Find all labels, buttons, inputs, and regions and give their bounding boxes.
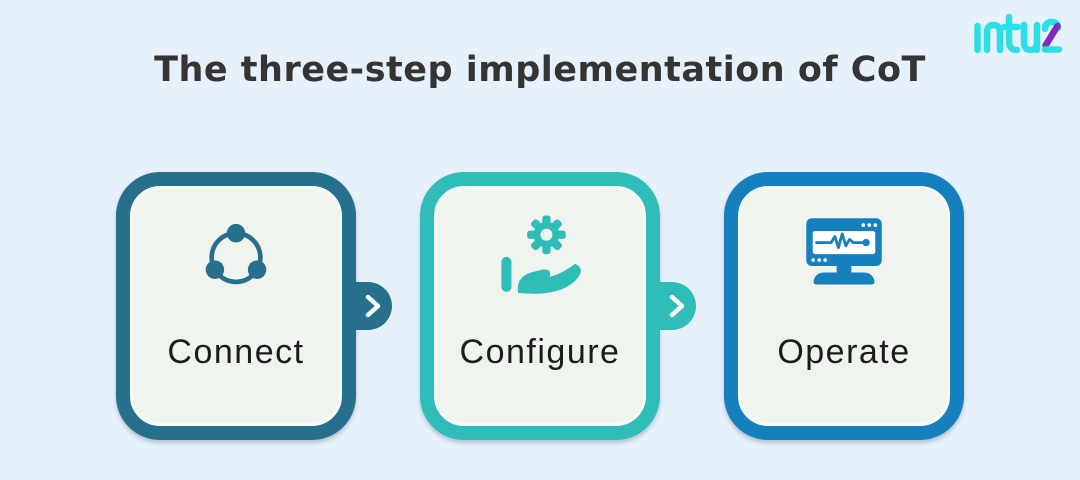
step-label: Operate: [777, 333, 911, 371]
monitor-pulse-icon: [798, 209, 890, 301]
hand-gear-icon: [494, 209, 586, 301]
step-card-operate: Operate: [724, 172, 964, 440]
step-label: Connect: [167, 333, 305, 371]
arrow-tab: [354, 282, 392, 330]
logo-letter-t: [1000, 13, 1022, 54]
logo-letter-z-diagonal: [1042, 22, 1061, 49]
logo-letter-u: [1020, 21, 1041, 54]
logo-letter-n: [983, 21, 1004, 54]
page-title: The three-step implementation of CoT: [154, 50, 926, 90]
share-network-icon: [194, 213, 278, 297]
chevron-right-icon: [669, 294, 685, 318]
step-label: Configure: [459, 333, 621, 371]
arrow-tab: [658, 282, 696, 330]
step-card-connect: Connect: [116, 172, 392, 440]
intuz-logo: [974, 13, 1063, 54]
steps-row: Connect: [116, 172, 964, 440]
chevron-right-icon: [365, 294, 381, 318]
step-card-configure: Configure: [420, 172, 696, 440]
